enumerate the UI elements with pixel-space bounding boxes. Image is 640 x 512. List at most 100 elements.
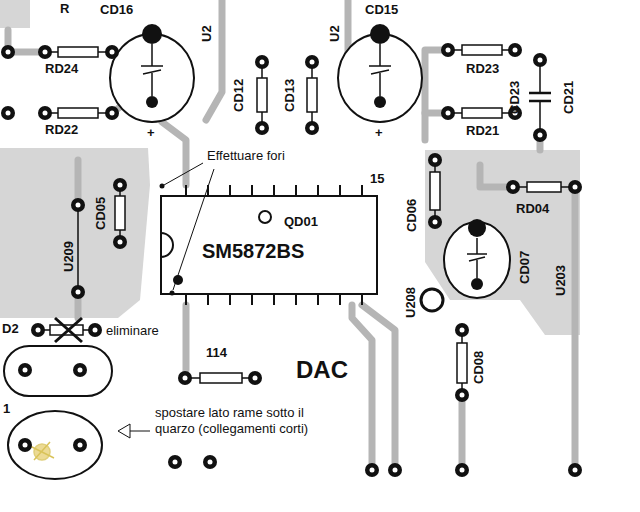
capacitor-polarity-dot (146, 96, 158, 108)
pad (105, 106, 119, 120)
pad (568, 180, 582, 194)
resistor-symbol (462, 108, 502, 118)
component-label: CD21 (562, 81, 575, 114)
pad (568, 463, 582, 477)
ground-plane (425, 150, 580, 335)
annotation-note: Effettuare fori (207, 149, 285, 162)
pad (508, 43, 522, 57)
capacitor-polarity-dot (142, 24, 162, 44)
pad (168, 455, 182, 469)
component-label: U209 (62, 241, 75, 272)
pad (73, 438, 87, 452)
resistor-symbol (430, 172, 440, 210)
pad (1, 45, 15, 59)
component-label: CD08 (472, 351, 485, 384)
delete-cross (55, 318, 82, 342)
chip-part-number: SM5872BS (202, 241, 304, 261)
capacitor-polarity-dot (142, 24, 486, 290)
resistor-symbol (462, 45, 502, 55)
annotation-note: spostare lato rame sotto il quarzo (coll… (155, 405, 327, 438)
component-label: U2 (200, 25, 213, 42)
leader-line (173, 169, 214, 290)
copper-trace (8, 0, 575, 470)
pad (88, 323, 102, 337)
pad (178, 371, 192, 385)
pad (255, 121, 269, 135)
delete-cross (55, 318, 82, 342)
pad (18, 363, 32, 377)
pad (305, 55, 319, 69)
part-reference: QD01 (284, 215, 318, 228)
capacitor-marking (369, 44, 391, 96)
chip-pin (186, 295, 362, 305)
resistor-symbol (115, 196, 125, 230)
crystal-mark (30, 442, 54, 460)
component-label: DAC (296, 358, 348, 382)
resistor-symbol (257, 78, 267, 112)
test-point (421, 289, 443, 311)
copper-trace (183, 305, 190, 370)
component-label: RD22 (45, 123, 78, 136)
pad (428, 215, 442, 229)
pad (113, 178, 127, 192)
pad (105, 45, 119, 59)
crystal-outline (4, 346, 112, 479)
capacitor-marking (467, 238, 487, 278)
pad (388, 463, 402, 477)
component-label: + (147, 126, 155, 139)
annotation-note: eliminare (106, 324, 159, 337)
pad (73, 363, 87, 377)
pad (428, 153, 442, 167)
component-label: U203 (554, 265, 567, 296)
resistor-symbol (457, 343, 467, 383)
chip-marking (161, 233, 173, 257)
pad (71, 198, 85, 212)
pad (455, 323, 469, 337)
component-label: CD16 (100, 3, 133, 16)
component-label: D2 (2, 322, 19, 335)
component-label: CD05 (94, 197, 107, 230)
capacitor-polarity-dot (374, 96, 386, 108)
component-label: RD23 (466, 62, 499, 75)
pad (203, 455, 217, 469)
ground-plane (0, 0, 30, 28)
component-label: CD12 (232, 79, 245, 112)
pad (38, 45, 52, 59)
chip-pin (186, 185, 362, 195)
copper-trace (352, 305, 372, 470)
copper-trace (162, 122, 186, 185)
chip-marking (259, 211, 271, 223)
component-label: U2 (328, 25, 341, 42)
pad (1, 43, 582, 477)
component-label: CD15 (365, 3, 398, 16)
resistor-symbol (527, 182, 561, 192)
crystal-mark (30, 442, 54, 460)
electrolytic-capacitor (110, 34, 194, 122)
capacitor-polarity-dot (468, 219, 486, 237)
resistor-symbol (58, 47, 98, 57)
capacitor-marking (141, 44, 487, 278)
pad (441, 106, 455, 120)
resistor-symbol (200, 373, 242, 383)
copper-trace (459, 395, 466, 470)
leader-line (118, 163, 214, 438)
capacitor-symbol (529, 93, 551, 101)
component-label: + (375, 126, 383, 139)
copper-trace (572, 187, 579, 470)
leader-dot (160, 184, 165, 189)
component-lead (38, 60, 540, 378)
electrolytic-capacitor (110, 34, 510, 298)
crystal-outline (4, 346, 112, 396)
pad (533, 128, 547, 142)
pad (305, 121, 319, 135)
pad (533, 53, 547, 67)
resistor-symbol (58, 108, 98, 118)
test-point (421, 289, 443, 311)
component-label: U208 (404, 287, 417, 318)
pad (365, 463, 379, 477)
pad (248, 371, 262, 385)
chip-pin (186, 185, 362, 305)
pad (71, 285, 85, 299)
